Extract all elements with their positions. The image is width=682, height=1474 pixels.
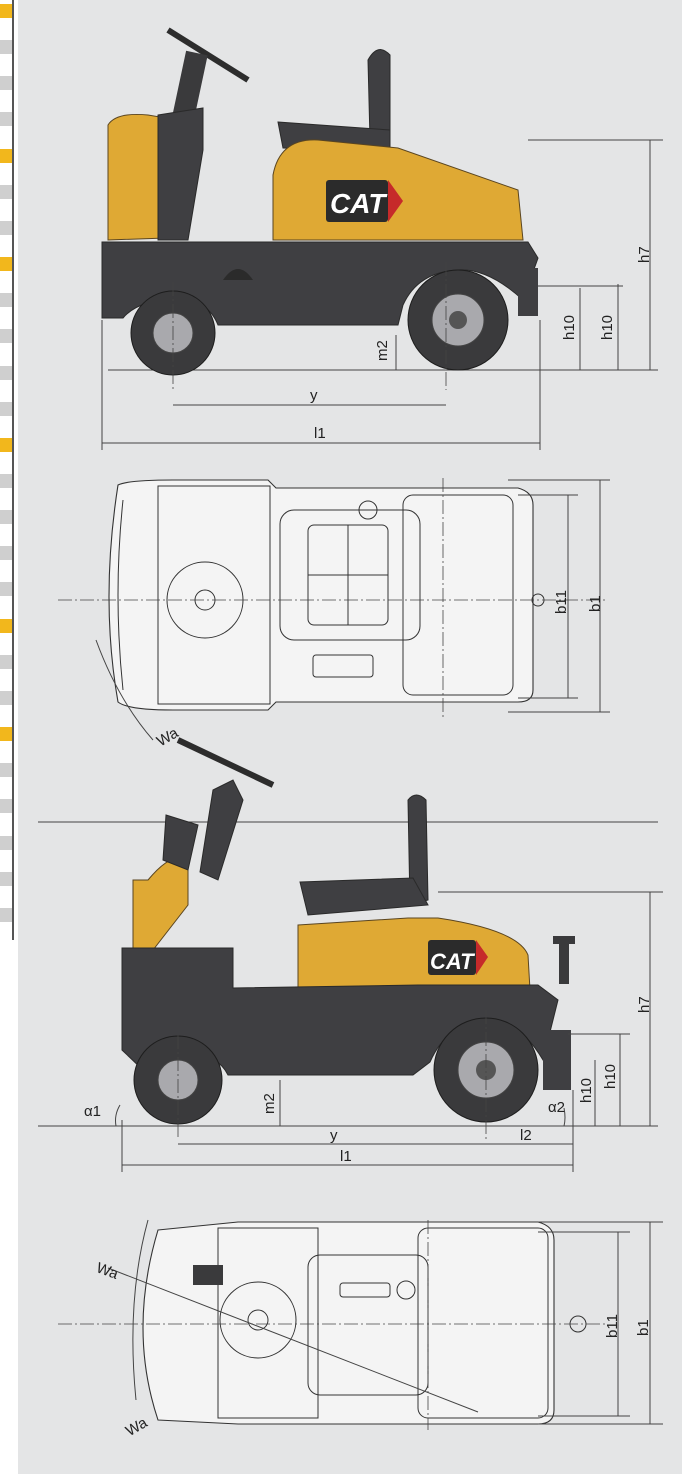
sidebar-stripe-segment: [0, 365, 12, 380]
sidebar-stripe-segment: [0, 907, 12, 922]
label-h7-1: h7: [636, 246, 653, 263]
label-alpha1: α1: [84, 1103, 101, 1120]
diagram-panel: CAT y l1 m2 h10 h10 h7: [18, 0, 682, 1474]
side-view-1: CAT y l1 m2 h10 h10 h7: [101, 27, 663, 450]
label-m2-2: m2: [261, 1093, 278, 1114]
label-m2-1: m2: [374, 340, 391, 361]
sidebar-stripe-segment: [0, 510, 12, 525]
label-b1-2: b1: [635, 1319, 652, 1336]
sidebar-stripe-segment: [0, 257, 12, 272]
left-sidebar-stripe: [0, 0, 14, 940]
dimension-drawings: CAT y l1 m2 h10 h10 h7: [38, 27, 663, 1440]
label-l1-1: l1: [314, 425, 326, 442]
sidebar-stripe-segment: [0, 654, 12, 669]
sidebar-stripe-segment: [0, 727, 12, 742]
sidebar-stripe-segment: [0, 112, 12, 127]
top-view-2: Wa Wa b11 b1: [58, 1219, 663, 1440]
cat-logo-1: CAT: [330, 188, 388, 219]
side-view-2: CAT α1 α2 m2 y l2 l1: [38, 737, 663, 1172]
cat-logo-2: CAT: [430, 949, 475, 974]
label-h10b-1: h10: [599, 315, 616, 340]
sidebar-stripe-segment: [0, 76, 12, 91]
sidebar-stripe-segment: [0, 293, 12, 308]
sidebar-stripe-segment: [0, 763, 12, 778]
sidebar-stripe-segment: [0, 618, 12, 633]
sidebar-stripe-segment: [0, 437, 12, 452]
label-h10b-2: h10: [602, 1064, 619, 1089]
sidebar-stripe-segment: [0, 871, 12, 886]
label-h10a-1: h10: [561, 315, 578, 340]
sidebar-stripe-segment: [0, 4, 12, 18]
label-y-1: y: [310, 387, 318, 404]
label-b11-1: b11: [553, 590, 570, 614]
label-b11-2: b11: [604, 1314, 621, 1338]
sidebar-stripe-segment: [0, 220, 12, 235]
sidebar-stripe-segment: [0, 401, 12, 416]
label-wa-bottom-2: Wa: [123, 1414, 151, 1440]
label-b1-1: b1: [587, 595, 604, 612]
top-view-1: b11 b1 Wa: [58, 478, 610, 750]
sidebar-stripe-segment: [0, 40, 12, 55]
label-wa-top-2: Wa: [94, 1259, 121, 1283]
sidebar-stripe-segment: [0, 148, 12, 163]
label-l1-2: l1: [340, 1148, 352, 1165]
sidebar-stripe-segment: [0, 799, 12, 814]
sidebar-stripe-segment: [0, 329, 12, 344]
label-wa-1: Wa: [154, 724, 182, 750]
sidebar-stripe-segment: [0, 184, 12, 199]
label-l2: l2: [520, 1127, 532, 1144]
sidebar-stripe-segment: [0, 835, 12, 850]
sidebar-stripe-segment: [0, 474, 12, 488]
sidebar-stripe-segment: [0, 582, 12, 597]
label-y-2: y: [330, 1127, 338, 1144]
label-h7-2: h7: [636, 996, 653, 1013]
label-h10a-2: h10: [578, 1078, 595, 1103]
label-alpha2: α2: [548, 1099, 565, 1116]
sidebar-stripe-segment: [0, 546, 12, 561]
sidebar-stripe-segment: [0, 690, 12, 705]
